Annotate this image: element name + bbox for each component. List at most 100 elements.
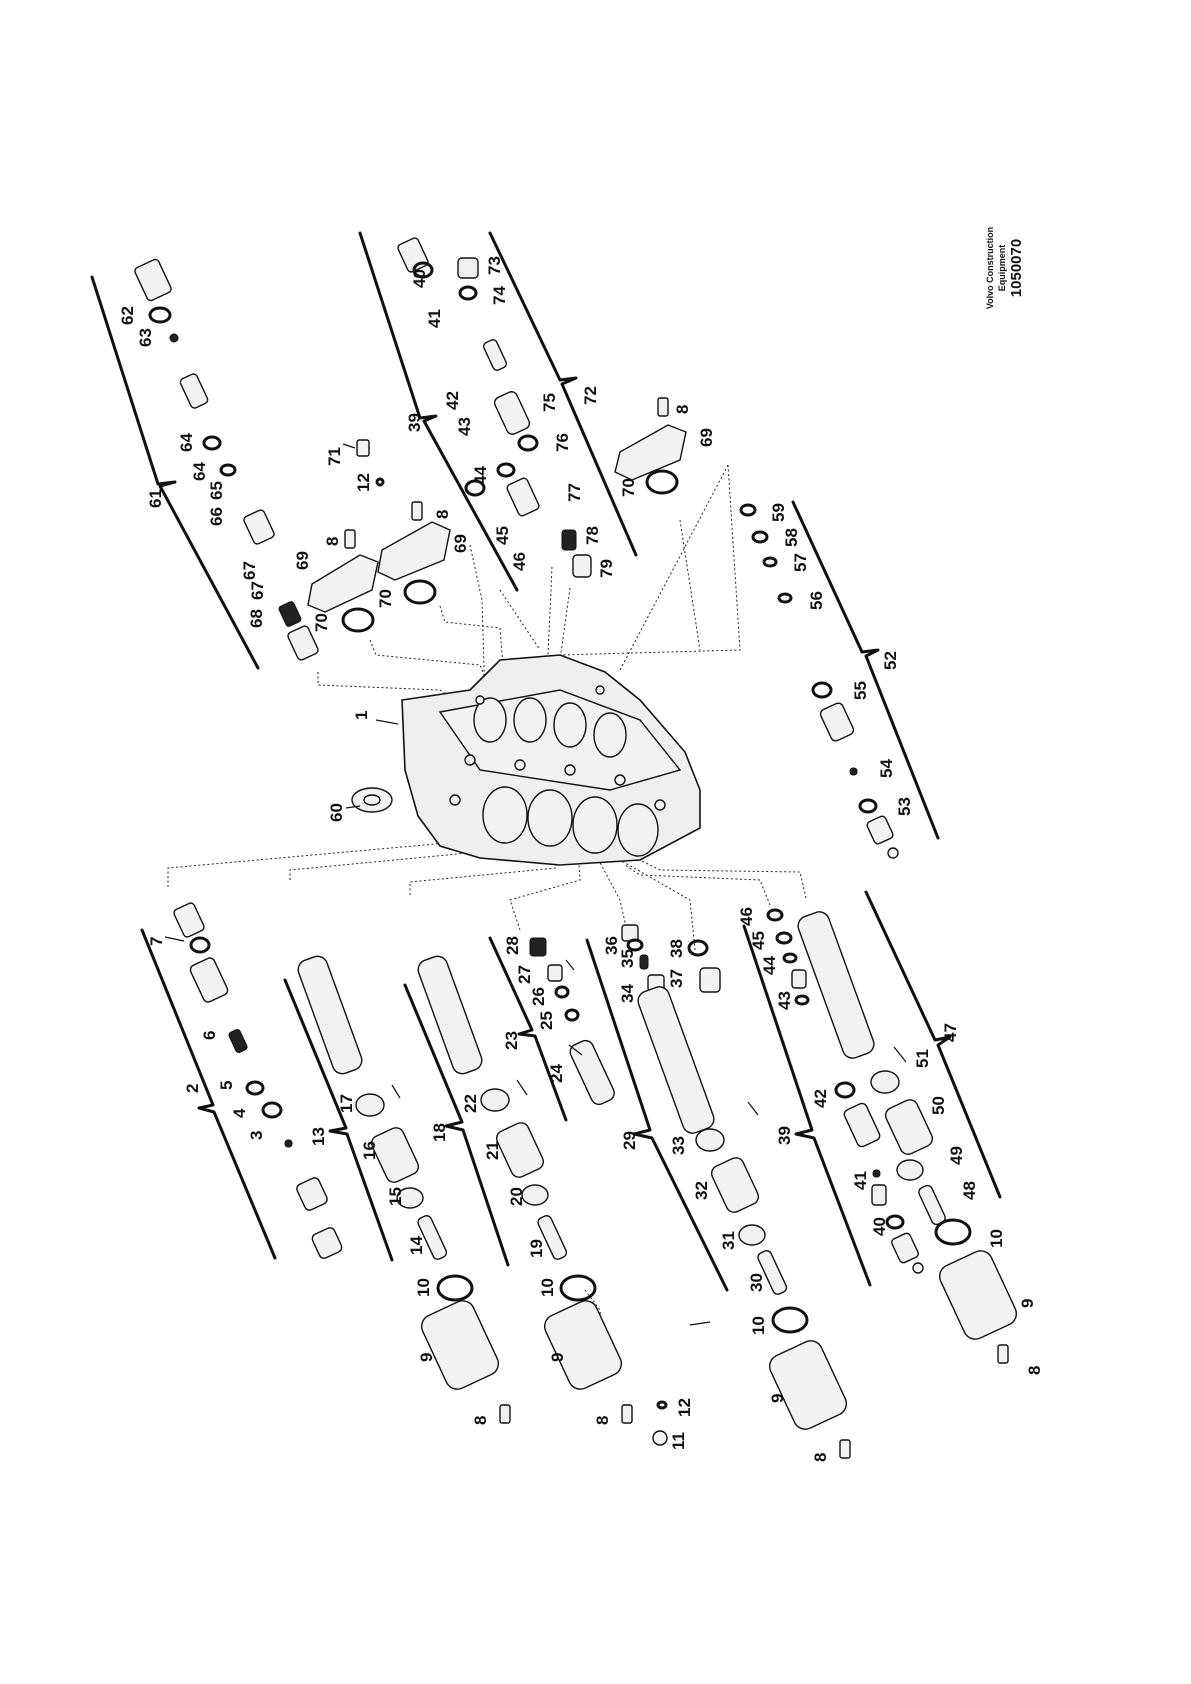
callout-leaders [164, 443, 907, 1326]
brand-line-2: Equipment [997, 245, 1007, 292]
o-ring-part [762, 556, 778, 568]
bolt-part [499, 1404, 511, 1424]
callout-53: 53 [895, 797, 914, 816]
stopper-part [757, 1250, 788, 1295]
callout-43: 43 [775, 991, 794, 1010]
callout-44: 44 [760, 956, 779, 975]
drawing-identification: Volvo Construction Equipment 1050070 [985, 227, 1025, 309]
callout-71: 71 [325, 447, 344, 466]
callout-74: 74 [490, 286, 509, 305]
spring-part [561, 529, 577, 551]
dash-line [559, 464, 741, 656]
ball-part [169, 333, 179, 343]
callout-12: 12 [675, 1398, 694, 1417]
callout-37: 37 [667, 969, 686, 988]
callout-10: 10 [749, 1316, 768, 1335]
callout-45: 45 [749, 931, 768, 950]
callout-67: 67 [248, 581, 267, 600]
o-ring-part [766, 908, 784, 922]
poppet-part [547, 964, 563, 982]
callout-54: 54 [877, 759, 896, 778]
callout-31: 31 [719, 1231, 738, 1250]
plug-part [287, 625, 319, 661]
callout-10: 10 [414, 1278, 433, 1297]
o-ring-part [517, 434, 539, 452]
spool-part [797, 911, 875, 1059]
sleeve-part [243, 509, 275, 545]
callout-36: 36 [602, 936, 621, 955]
callout-1: 1 [352, 711, 371, 720]
callout-28: 28 [503, 936, 522, 955]
callout-58: 58 [782, 528, 801, 547]
bolt-part [621, 1404, 633, 1424]
callout-8: 8 [673, 405, 692, 414]
o-ring-part [626, 938, 644, 952]
callout-14: 14 [407, 1236, 426, 1255]
brace-group-47 [864, 890, 1002, 1199]
callout-73: 73 [485, 256, 504, 275]
spool-part [417, 955, 483, 1075]
callout-50: 50 [929, 1096, 948, 1115]
callout-39: 39 [405, 413, 424, 432]
dash-line [369, 639, 491, 691]
callout-41: 41 [851, 1171, 870, 1190]
callout-11: 11 [669, 1432, 688, 1450]
group-braces [90, 231, 1002, 1292]
callout-22: 22 [461, 1094, 480, 1113]
poppet-part [791, 969, 807, 989]
spring-seat-part [695, 1128, 725, 1152]
callout-67: 67 [240, 561, 259, 580]
callout-62: 62 [118, 306, 137, 325]
callout-40: 40 [410, 269, 429, 288]
plug-part [891, 1232, 919, 1264]
dash-line [679, 519, 701, 651]
spool-part [637, 986, 715, 1134]
dash-line [167, 839, 481, 887]
callout-16: 16 [360, 1141, 379, 1160]
gasket-part [403, 579, 437, 605]
o-ring-part [564, 1008, 580, 1022]
brace-group-39-lower [742, 924, 872, 1287]
o-ring-part [458, 285, 478, 301]
o-ring-part [739, 503, 757, 517]
o-ring-part [261, 1101, 283, 1119]
o-ring-part [219, 463, 237, 477]
callout-12: 12 [354, 473, 373, 492]
callout-68: 68 [247, 609, 266, 628]
sleeve-part [493, 391, 531, 435]
brace-group-61 [90, 275, 260, 670]
plug-part [311, 1227, 343, 1259]
o-ring-part [751, 530, 769, 544]
callout-9: 9 [417, 1353, 436, 1362]
callout-34: 34 [618, 984, 637, 1003]
callout-19: 19 [527, 1239, 546, 1258]
callout-76: 76 [553, 433, 572, 452]
o-ring-part [687, 939, 709, 957]
callout-9: 9 [1018, 1299, 1037, 1308]
callout-63: 63 [136, 328, 155, 347]
callout-20: 20 [507, 1187, 526, 1206]
callout-10: 10 [987, 1229, 1006, 1248]
spring-seat-part [870, 1070, 900, 1094]
o-ring-part [834, 1081, 856, 1099]
callout-5: 5 [217, 1081, 236, 1090]
callout-9: 9 [548, 1353, 567, 1362]
callout-17: 17 [337, 1094, 356, 1113]
o-ring-part [656, 1400, 668, 1410]
brace-group-72 [488, 231, 638, 557]
callout-46: 46 [737, 907, 756, 926]
ball-part [284, 1139, 293, 1148]
o-ring-part [412, 261, 434, 279]
brace-group-23 [488, 936, 568, 1122]
gasket-part [645, 469, 679, 495]
callout-27: 27 [515, 965, 534, 984]
callout-70: 70 [619, 478, 638, 497]
callout-42: 42 [811, 1089, 830, 1108]
plug-part [572, 554, 592, 578]
plug-part [529, 937, 547, 957]
callout-61: 61 [146, 489, 165, 508]
callout-33: 33 [669, 1136, 688, 1155]
fitting-part [356, 439, 370, 457]
callout-13: 13 [309, 1127, 328, 1146]
